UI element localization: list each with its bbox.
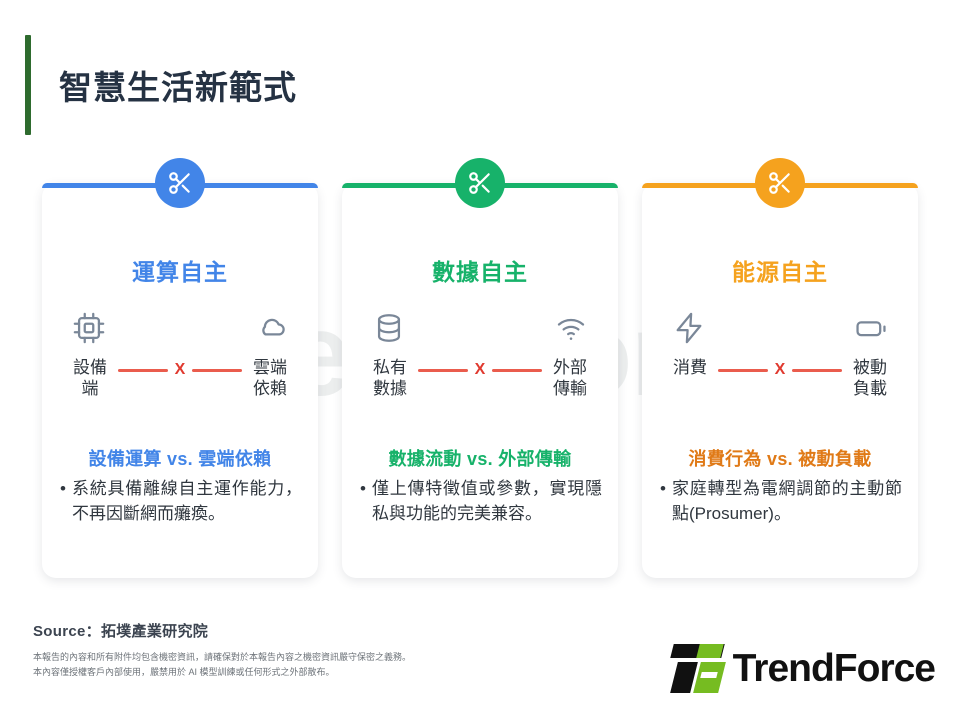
chip-icon	[72, 311, 106, 351]
comparison-row: 消費 X 被動負載	[658, 311, 902, 421]
footer: Source：拓墣產業研究院 本報告的內容和所有附件均包含機密資訊，請確保對於本…	[33, 620, 533, 681]
pillar-card-energy[interactable]: 能源自主 消費 X	[642, 158, 918, 578]
wifi-icon	[554, 311, 588, 351]
card-vs-title: 數據流動 vs. 外部傳輸	[388, 449, 572, 469]
bullet-dot-icon: •	[660, 479, 666, 498]
card-vs-title: 消費行為 vs. 被動負載	[688, 449, 872, 469]
lightning-icon	[672, 311, 706, 351]
bullet-dot-icon: •	[360, 479, 366, 498]
comparison-left-label: 消費	[673, 358, 707, 377]
source-label: Source：拓墣產業研究院	[33, 623, 209, 640]
cross-mark: X	[174, 361, 186, 378]
pillar-card-list: 運算自主	[42, 158, 918, 578]
scissors-icon	[755, 158, 805, 208]
pillar-card-compute[interactable]: 運算自主	[42, 158, 318, 578]
card-bullet: • 家庭轉型為電網調節的主動節點(Prosumer)。	[658, 477, 902, 526]
card-vs-title: 設備運算 vs. 雲端依賴	[88, 449, 272, 469]
pillar-card-data[interactable]: 數據自主	[342, 158, 618, 578]
database-icon	[372, 311, 406, 351]
comparison-right-label: 被動負載	[853, 358, 887, 399]
comparison-divider: X	[118, 359, 243, 381]
page-header: 智慧生活新範式	[25, 35, 297, 135]
disclaimer-line-2: 本內容僅授權客戶內部使用，嚴禁用於 AI 模型訓練或任何形式之外部散布。	[33, 667, 335, 678]
comparison-row: 私有數據 X 外部傳輸	[358, 311, 602, 421]
card-bullet-text: 僅上傳特徵值或參數，實現隱私與功能的完美兼容。	[371, 479, 602, 523]
scissors-icon	[455, 158, 505, 208]
disclaimer-line-1: 本報告的內容和所有附件均包含機密資訊，請確保對於本報告內容之機密資訊嚴守保密之義…	[33, 652, 412, 662]
comparison-divider: X	[718, 359, 843, 381]
battery-icon	[854, 311, 888, 351]
comparison-right-label: 雲端依賴	[253, 358, 287, 399]
trendforce-logo: TrendForce	[669, 643, 936, 693]
card-title: 運算自主	[132, 259, 228, 285]
trendforce-logo-mark-icon	[669, 643, 726, 693]
card-bullet-text: 家庭轉型為電網調節的主動節點(Prosumer)。	[671, 479, 902, 523]
comparison-divider: X	[418, 359, 543, 381]
comparison-left-label: 設備端	[73, 358, 107, 399]
cross-mark: X	[474, 361, 486, 378]
cloud-icon	[254, 311, 288, 351]
comparison-left-label: 私有數據	[373, 358, 407, 399]
card-bullet: • 僅上傳特徵值或參數，實現隱私與功能的完美兼容。	[358, 477, 602, 526]
cross-mark: X	[774, 361, 786, 378]
page-title: 智慧生活新範式	[59, 69, 297, 106]
card-bullet-text: 系統具備離線自主運作能力，不再因斷網而癱瘓。	[71, 479, 302, 523]
comparison-row: 設備端 X 雲端依賴	[58, 311, 302, 421]
card-title: 數據自主	[432, 259, 528, 285]
bullet-dot-icon: •	[60, 479, 66, 498]
disclaimer-text: 本報告的內容和所有附件均包含機密資訊，請確保對於本報告內容之機密資訊嚴守保密之義…	[33, 650, 533, 681]
card-title: 能源自主	[732, 259, 828, 285]
trendforce-logo-text: TrendForce	[732, 646, 936, 690]
scissors-icon	[155, 158, 205, 208]
card-bullet: • 系統具備離線自主運作能力，不再因斷網而癱瘓。	[58, 477, 302, 526]
comparison-right-label: 外部傳輸	[553, 358, 587, 399]
title-accent-bar	[25, 35, 31, 135]
